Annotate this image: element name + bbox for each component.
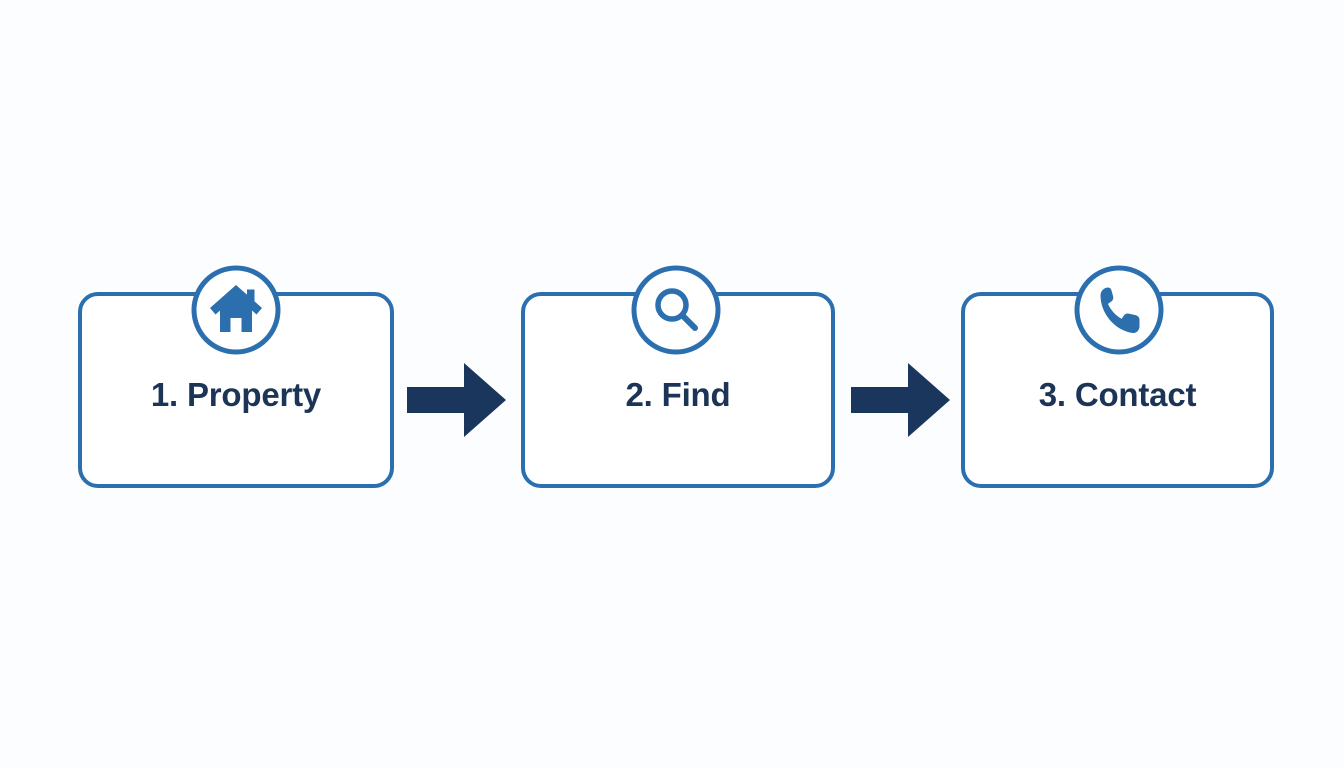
phone-icon <box>1074 265 1164 355</box>
arrow-right-icon <box>407 363 506 437</box>
arrow-right-icon <box>851 363 950 437</box>
step-label-contact: 3. Contact <box>1038 375 1197 413</box>
step-icon-badge-find[interactable] <box>630 264 722 356</box>
step-icon-badge-contact[interactable] <box>1073 264 1165 356</box>
arrow-step2-to-step3 <box>851 362 951 438</box>
step-label-find: 2. Find <box>625 375 731 413</box>
step-icon-badge-property[interactable] <box>190 264 282 356</box>
step-label-property: 1. Property <box>150 375 322 413</box>
search-icon <box>631 265 721 355</box>
arrow-step1-to-step2 <box>407 362 507 438</box>
house-icon <box>191 265 281 355</box>
